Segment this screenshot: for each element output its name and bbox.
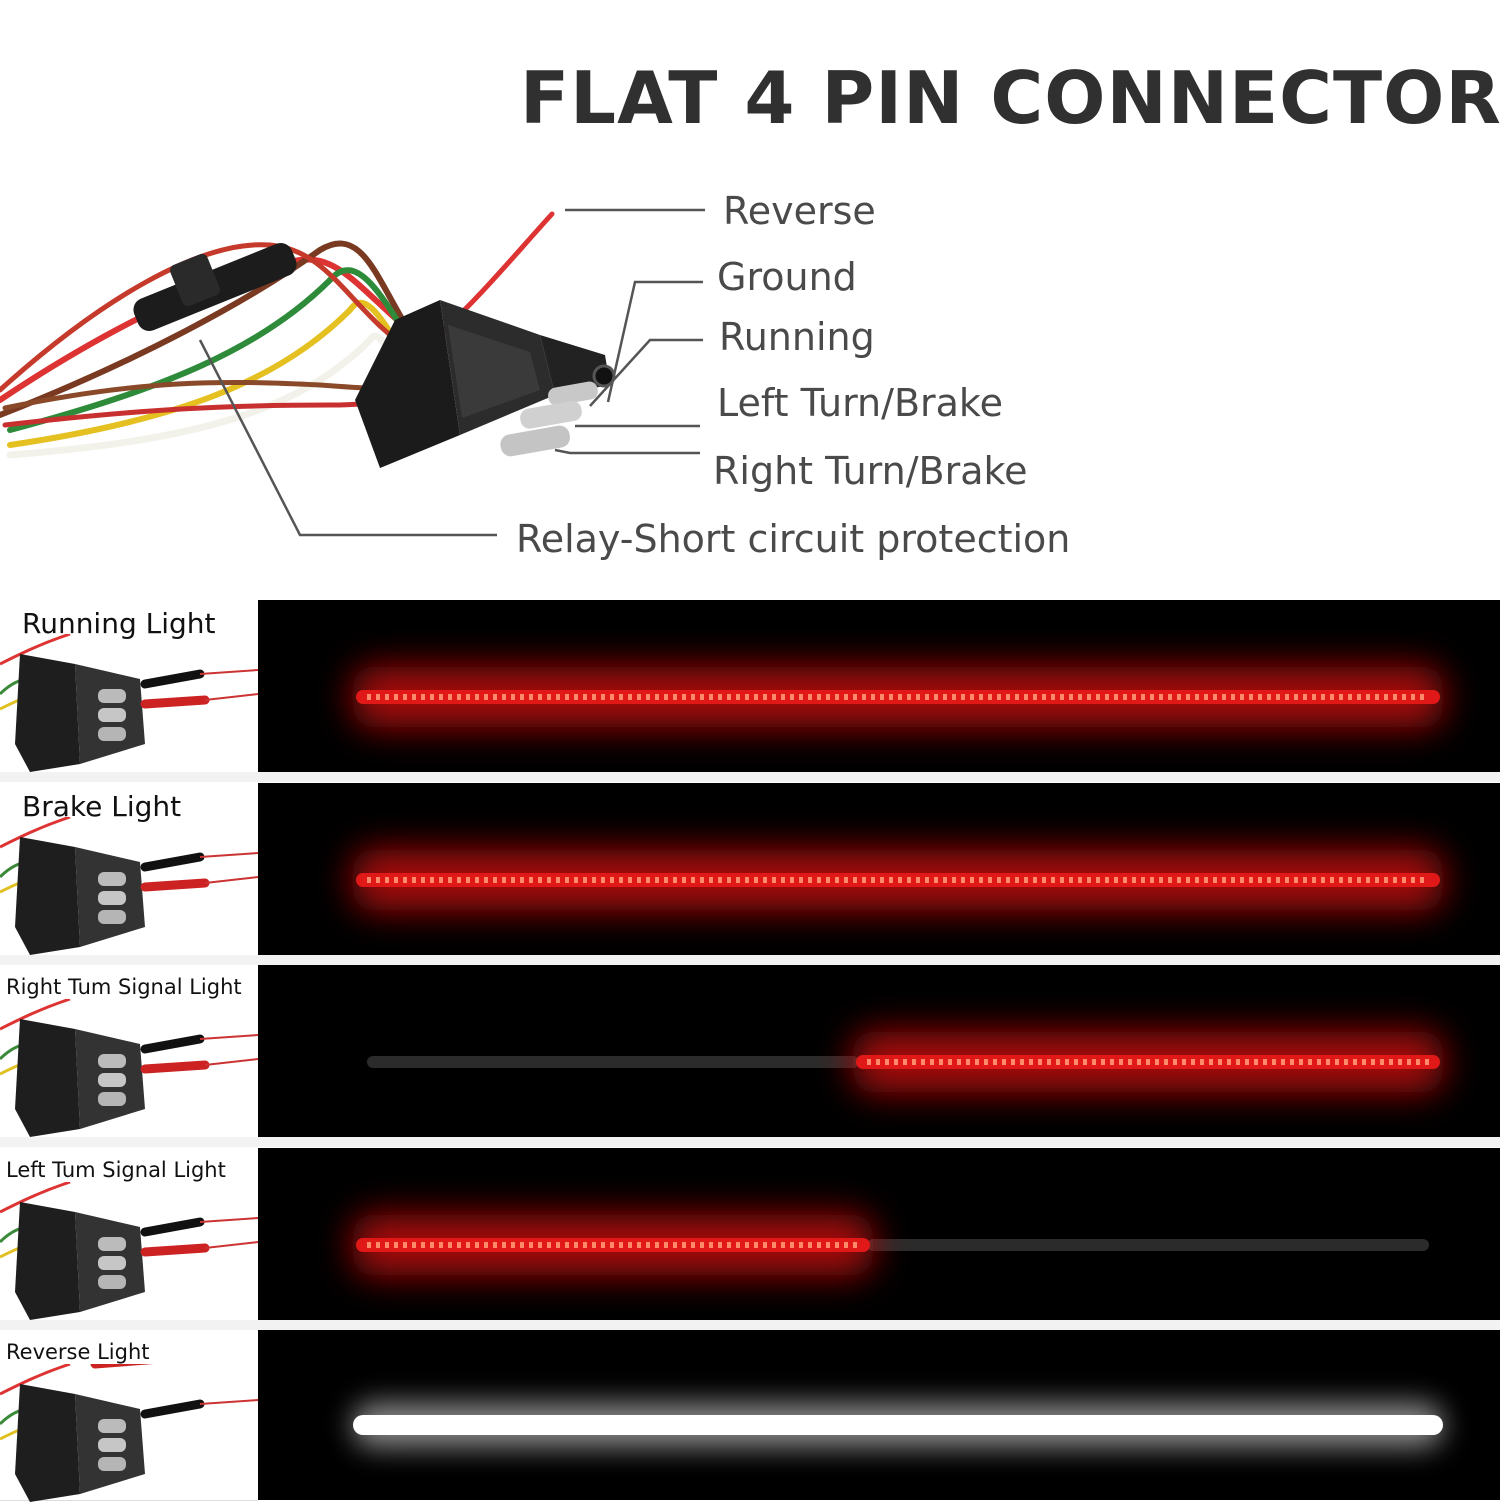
led-strip-panel [258,1148,1500,1320]
row-title: Brake Light [22,790,182,823]
connector-illustration [0,208,705,537]
led-strip [367,1032,1443,1092]
connector-thumbnail [0,1364,258,1502]
led-strip-panel [258,965,1500,1137]
label-reverse: Reverse [723,189,876,233]
led-strip-panel [258,600,1500,772]
led-row: Reverse Light [0,1330,1500,1502]
row-title: Left Tum Signal Light [6,1158,226,1182]
row-title: Reverse Light [6,1340,150,1364]
row-separator [0,1137,1500,1147]
led-strip-panel [258,1330,1500,1500]
row-connector-thumb: Reverse Light [0,1330,258,1502]
led-row: Brake Light [0,783,1500,956]
led-strip [353,1215,1429,1275]
connector-thumbnail [0,999,258,1137]
connector-thumbnail [0,817,258,955]
led-strip [353,850,1443,910]
led-row: Right Tum Signal Light [0,965,1500,1138]
row-separator [0,772,1500,782]
row-connector-thumb: Running Light [0,600,258,773]
row-separator [0,955,1500,965]
row-connector-thumb: Left Tum Signal Light [0,1148,258,1321]
label-relay: Relay-Short circuit protection [516,517,1071,561]
led-strip [353,1403,1443,1447]
row-connector-thumb: Right Tum Signal Light [0,965,258,1138]
led-row: Running Light [0,600,1500,773]
led-strip-panel [258,783,1500,955]
connector-thumbnail [0,1182,258,1320]
label-right-turn-brake: Right Turn/Brake [713,449,1028,493]
page-title: FLAT 4 PIN CONNECTOR [520,56,1500,140]
led-strip [353,667,1443,727]
connector-thumbnail [0,634,258,772]
row-separator [0,1320,1500,1330]
connector-diagram: Reverse Ground Running Left Turn/Brake R… [0,150,1100,590]
row-title: Running Light [22,607,216,640]
label-running: Running [719,315,875,359]
row-connector-thumb: Brake Light [0,783,258,956]
label-ground: Ground [717,255,857,299]
led-row: Left Tum Signal Light [0,1148,1500,1321]
label-left-turn-brake: Left Turn/Brake [717,381,1003,425]
row-title: Right Tum Signal Light [6,975,242,999]
